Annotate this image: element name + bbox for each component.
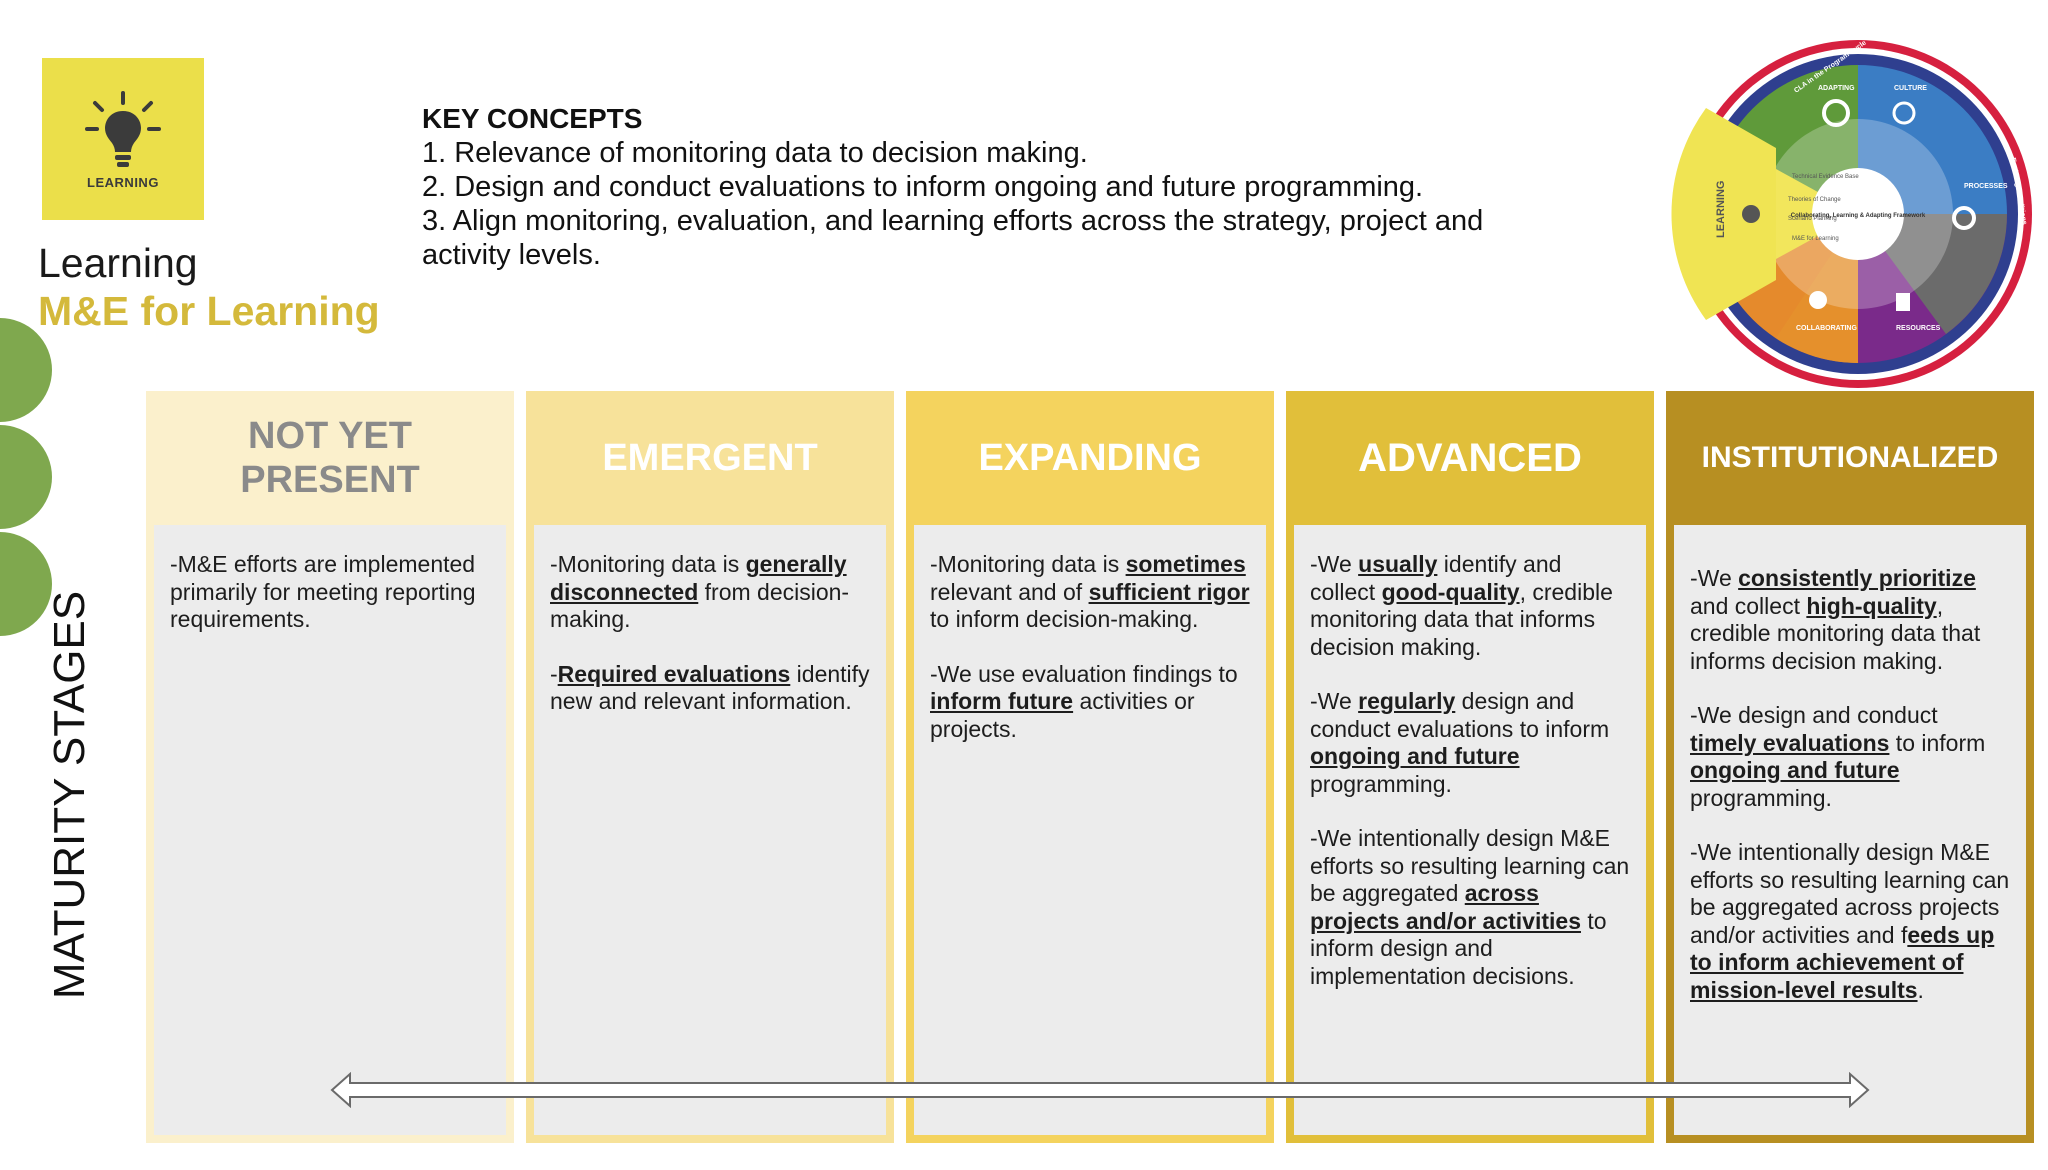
- double-arrow: [330, 1072, 1870, 1108]
- green-dot: [0, 425, 52, 529]
- stage-paragraph: -We consistently prioritize and collect …: [1690, 565, 1981, 674]
- section-title: Learning: [38, 240, 198, 286]
- wheel-quadrant-label: COLLABORATING: [1796, 325, 1857, 332]
- lightbulb-icon: [1742, 205, 1760, 223]
- learning-logo: LEARNING: [42, 58, 204, 220]
- key-concept-item: 1. Relevance of monitoring data to decis…: [422, 137, 1088, 169]
- stage-paragraph: -We intentionally design M&E efforts so …: [1690, 839, 2010, 1003]
- key-concepts-title: KEY CONCEPTS: [422, 103, 643, 134]
- stage-body: -We consistently prioritize and collect …: [1674, 525, 2026, 1135]
- stage-paragraph: -We usually identify and collect good-qu…: [1310, 551, 1613, 660]
- stage-header: ADVANCED: [1358, 436, 1582, 480]
- stage-paragraph: -Required evaluations identify new and r…: [550, 660, 870, 715]
- key-concept-item: 3. Align monitoring, evaluation, and lea…: [422, 205, 1484, 271]
- stage-header: EMERGENT: [602, 437, 818, 479]
- adapting-icon: [1822, 99, 1850, 127]
- cla-framework-wheel: LEARNING Collaborating, Learning & Adapt…: [1671, 39, 2032, 388]
- stage-body: -Monitoring data is sometimes relevant a…: [914, 525, 1266, 1135]
- stage-paragraph: -We intentionally design M&E efforts so …: [1310, 825, 1630, 989]
- wheel-segment-label: Technical Evidence Base: [1792, 174, 1859, 180]
- wheel-segment-label: Scenario Planning: [1788, 216, 1837, 222]
- calculator-icon: [1896, 293, 1910, 311]
- wheel-left-label: LEARNING: [1715, 181, 1727, 238]
- stage-header: INSTITUTIONALIZED: [1701, 441, 1999, 474]
- wheel-quadrant-label: ADAPTING: [1818, 85, 1855, 92]
- key-concepts: KEY CONCEPTS 1. Relevance of monitoring …: [422, 102, 1552, 272]
- wheel-segment-label: Theories of Change: [1788, 197, 1841, 203]
- stage-paragraph: -We use evaluation findings to inform fu…: [930, 660, 1238, 742]
- stage-column-advanced: ADVANCED -We usually identify and collec…: [1286, 391, 1654, 1143]
- stage-header: EXPANDING: [978, 437, 1202, 479]
- people-icon: [1809, 291, 1827, 309]
- stage-body: -We usually identify and collect good-qu…: [1294, 525, 1646, 1135]
- stage-column-institutionalized: INSTITUTIONALIZED -We consistently prior…: [1666, 391, 2034, 1143]
- stage-column-not-yet-present: NOT YET PRESENT -M&E efforts are impleme…: [146, 391, 514, 1143]
- stage-column-emergent: EMERGENT -Monitoring data is generally d…: [526, 391, 894, 1143]
- wheel-quadrant-label: CULTURE: [1894, 85, 1927, 92]
- maturity-stages-label: MATURITY STAGES: [45, 590, 94, 1000]
- stage-body: -Monitoring data is generally disconnect…: [534, 525, 886, 1135]
- stage-paragraph: -Monitoring data is sometimes relevant a…: [930, 551, 1250, 632]
- gear-icon: [1952, 206, 1976, 230]
- logo-label: LEARNING: [87, 174, 159, 190]
- stage-header: NOT YET PRESENT: [240, 415, 420, 501]
- lightbulb-icon: [85, 90, 161, 167]
- stage-paragraph: -M&E efforts are implemented primarily f…: [170, 551, 476, 632]
- stage-paragraph: -Monitoring data is generally disconnect…: [550, 551, 850, 632]
- culture-icon: [1892, 101, 1916, 125]
- stage-column-expanding: EXPANDING -Monitoring data is sometimes …: [906, 391, 1274, 1143]
- stage-paragraph: -We design and conduct timely evaluation…: [1690, 702, 1986, 811]
- wheel-quadrant-label: PROCESSES: [1964, 183, 2008, 190]
- wheel-center-label: Collaborating, Learning & Adapting Frame…: [1791, 213, 1926, 219]
- stage-body: -M&E efforts are implemented primarily f…: [154, 525, 506, 1135]
- wheel-quadrant-label: RESOURCES: [1896, 325, 1941, 332]
- stage-paragraph: -We regularly design and conduct evaluat…: [1310, 688, 1610, 797]
- key-concept-item: 2. Design and conduct evaluations to inf…: [422, 171, 1424, 203]
- wheel-segment-label: M&E for Learning: [1792, 236, 1839, 242]
- section-subtitle: M&E for Learning: [38, 288, 380, 334]
